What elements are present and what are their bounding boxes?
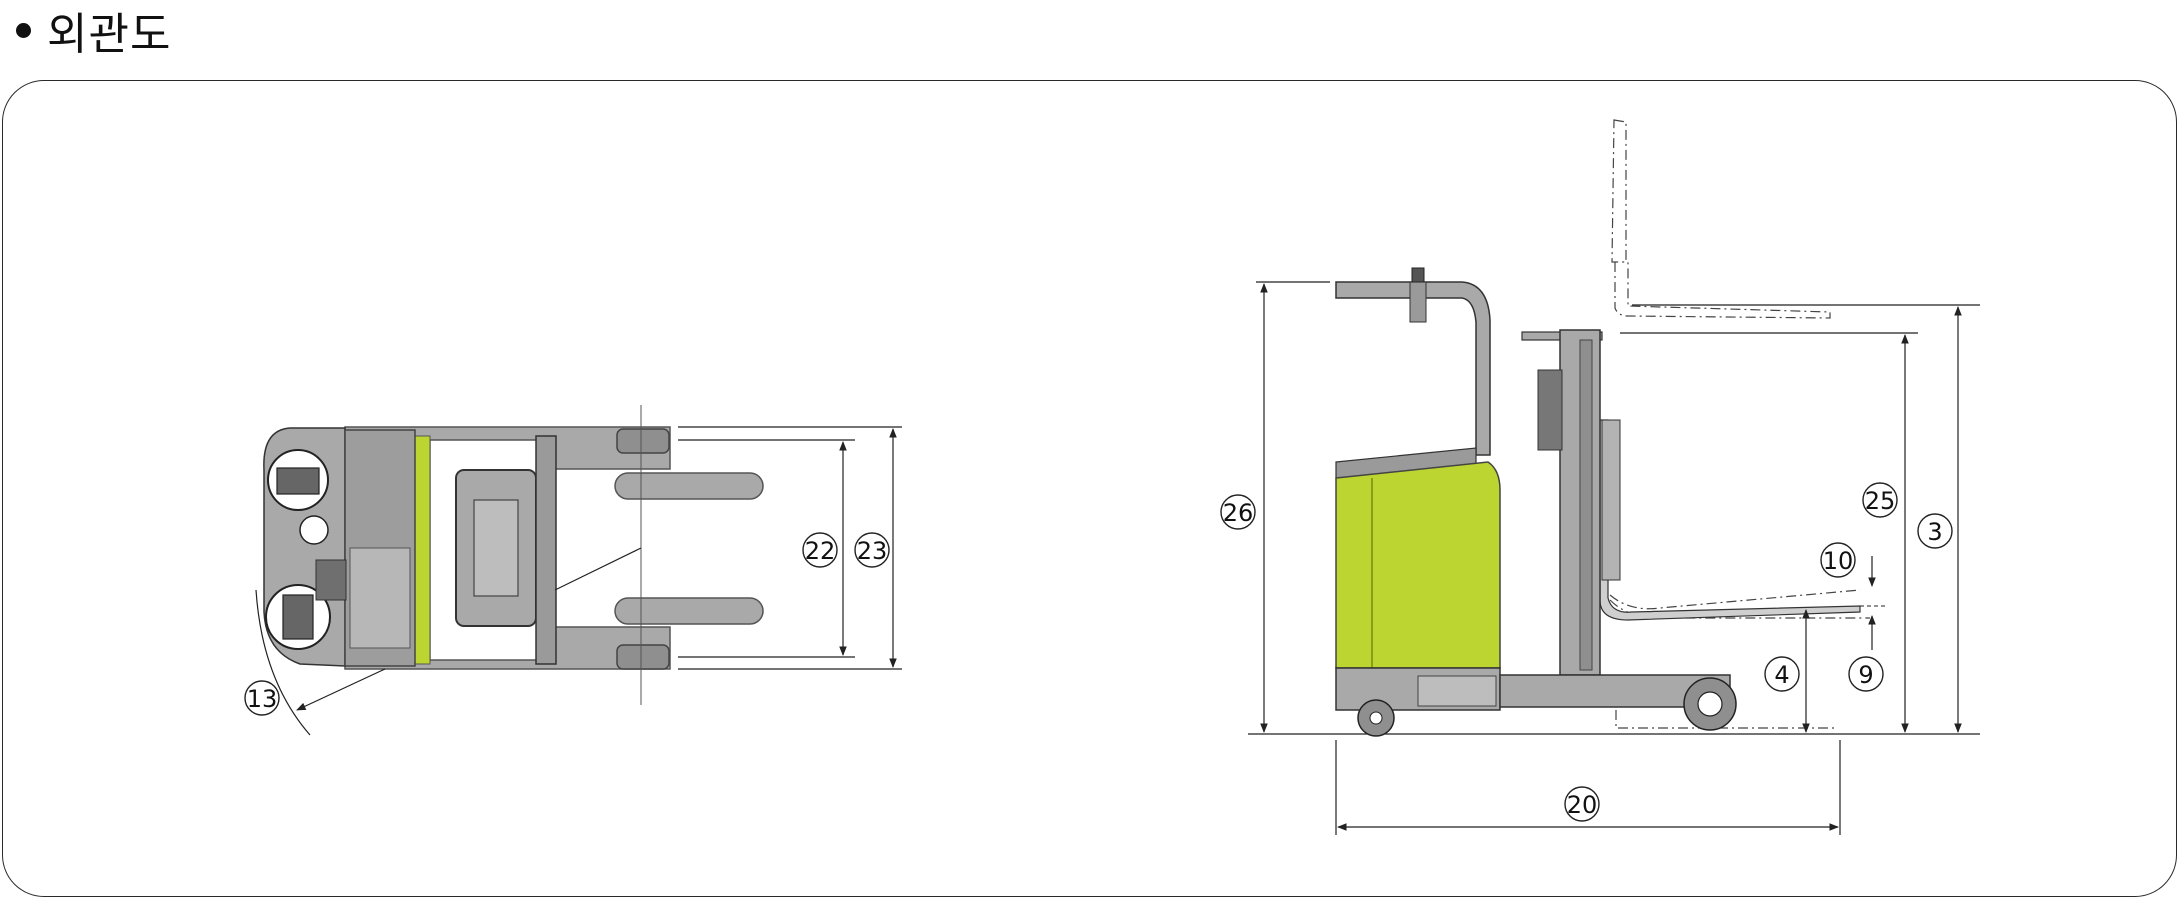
raised-fork bbox=[1614, 262, 1831, 319]
callout-25: 25 bbox=[1862, 482, 1898, 518]
battery-side-panel bbox=[414, 435, 431, 665]
tiller-knob bbox=[1411, 267, 1425, 283]
svg-text:22: 22 bbox=[805, 537, 836, 565]
control-knob bbox=[299, 515, 329, 545]
caster-wheel bbox=[282, 594, 314, 640]
load-wheel-upper bbox=[616, 428, 670, 454]
carriage-plate bbox=[473, 499, 519, 597]
callout-22: 22 bbox=[802, 532, 838, 568]
top-view-drawing bbox=[255, 405, 902, 736]
compartment-floor bbox=[349, 547, 411, 649]
drawing-frame bbox=[2, 80, 2177, 897]
lowered-fork bbox=[1615, 710, 1836, 729]
callout-26: 26 bbox=[1220, 494, 1256, 530]
svg-text:9: 9 bbox=[1858, 661, 1873, 689]
callout-4: 4 bbox=[1764, 656, 1800, 692]
svg-text:23: 23 bbox=[857, 537, 888, 565]
callout-10: 10 bbox=[1820, 542, 1856, 578]
mast-inner bbox=[1579, 339, 1593, 671]
fork-lower bbox=[614, 597, 764, 625]
steer-wheel bbox=[276, 467, 320, 495]
page-title: 외관도 bbox=[47, 9, 172, 60]
svg-text:25: 25 bbox=[1865, 487, 1896, 515]
callout-3: 3 bbox=[1917, 513, 1953, 549]
battery-cover bbox=[1335, 461, 1501, 669]
tilted-fork-down bbox=[1609, 599, 1870, 619]
grille-panel bbox=[315, 559, 347, 601]
load-wheel-lower bbox=[616, 644, 670, 670]
battery-tray bbox=[1417, 675, 1497, 707]
dim-13-line bbox=[296, 668, 386, 711]
section-heading: 외관도 bbox=[16, 0, 171, 60]
mast-cylinder bbox=[1537, 369, 1563, 451]
svg-text:10: 10 bbox=[1823, 547, 1854, 575]
callout-20: 20 bbox=[1564, 786, 1600, 822]
svg-text:20: 20 bbox=[1567, 791, 1598, 819]
bullet-icon bbox=[16, 22, 31, 38]
callout-9: 9 bbox=[1848, 656, 1884, 692]
callout-23: 23 bbox=[854, 532, 890, 568]
raised-carriage bbox=[1611, 119, 1627, 263]
drive-wheel-hub bbox=[1369, 711, 1383, 725]
fork-side bbox=[1599, 419, 1861, 621]
leader-line bbox=[554, 547, 642, 591]
tiller-post bbox=[1409, 281, 1427, 323]
svg-text:13: 13 bbox=[247, 685, 278, 713]
fork-upper bbox=[614, 472, 764, 500]
tilted-fork-up bbox=[1609, 589, 1861, 610]
callout-13: 13 bbox=[244, 680, 280, 716]
carriage-side bbox=[1601, 419, 1621, 581]
side-view-drawing bbox=[1248, 119, 1980, 835]
fork-bar bbox=[535, 435, 557, 665]
svg-text:26: 26 bbox=[1223, 499, 1254, 527]
svg-text:3: 3 bbox=[1927, 518, 1942, 546]
load-wheel-hub bbox=[1697, 691, 1723, 717]
svg-text:4: 4 bbox=[1774, 661, 1789, 689]
turning-arc bbox=[255, 589, 311, 736]
